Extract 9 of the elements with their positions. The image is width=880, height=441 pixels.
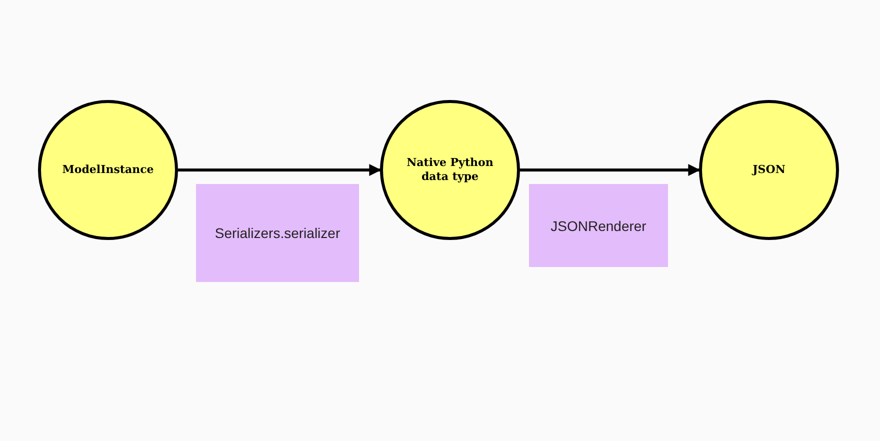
node-label: JSON: [752, 162, 786, 178]
node-label: Native Python data type: [406, 156, 494, 184]
sticky-note: [529, 184, 668, 267]
arrow: [178, 164, 382, 176]
note-text: JSONRenderer: [550, 218, 646, 234]
node-label: ModelInstance: [62, 162, 154, 178]
note-text: Serializers.serializer: [214, 225, 340, 241]
sticky-note: [196, 184, 359, 282]
arrow: [520, 164, 700, 176]
